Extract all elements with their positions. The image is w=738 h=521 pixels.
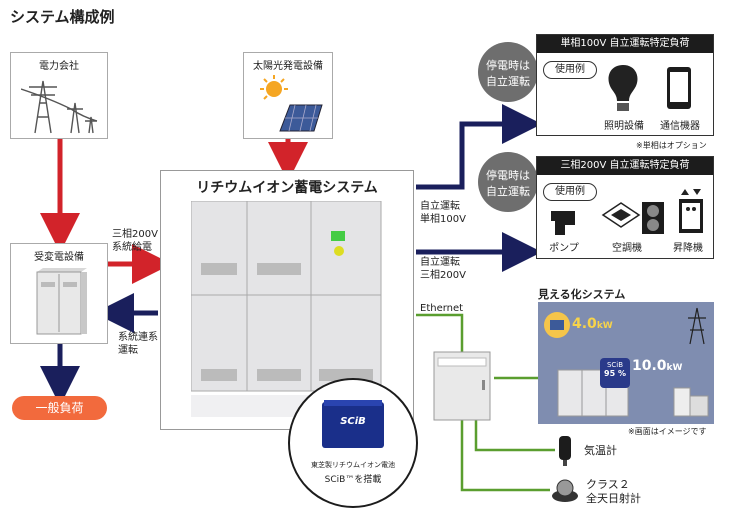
power-company-box: 電力会社	[10, 52, 108, 139]
solar-value-text: 4.0	[572, 316, 597, 332]
usage-badge-single: 使用例	[543, 61, 597, 79]
pyranometer-label-1: クラス２	[586, 478, 630, 491]
battery-power-value: 10.0kW	[632, 358, 682, 374]
solar-unit-text: kW	[596, 321, 613, 331]
battery-value-text: 10.0	[632, 358, 667, 374]
thermometer-line	[474, 420, 555, 452]
out-three-label-1: 自立運転	[420, 257, 460, 268]
scib-battery-icon	[322, 400, 384, 448]
battery-unit-text: kW	[666, 363, 683, 373]
out-single-label-2: 単相100V	[420, 214, 466, 225]
supply-in-label-2: 系統給電	[112, 242, 152, 253]
item-lighting: 照明設備	[604, 121, 644, 132]
ethernet-line	[416, 313, 464, 352]
thermometer-icon	[559, 436, 571, 466]
single-load-header: 単相100V 自立運転特定負荷	[537, 35, 713, 53]
thermometer-label: 気温計	[584, 444, 617, 457]
item-elevator: 昇降機	[673, 243, 703, 254]
pyranometer-line	[460, 420, 550, 492]
substation-box: 受変電設備	[10, 243, 108, 344]
substation-label: 受変電設備	[34, 252, 84, 263]
elevator-icon	[679, 189, 703, 233]
pyranometer-label-2: 全天日射計	[586, 492, 641, 505]
substation-cabinet-icon	[36, 268, 87, 335]
blackout-badge-single: 停電時は 自立運転	[478, 42, 538, 102]
battery-label-1: 東芝製リチウムイオン電池	[311, 461, 395, 469]
blackout-badge-three: 停電時は 自立運転	[478, 152, 538, 212]
item-pump: ポンプ	[549, 243, 579, 254]
badge-single-line2: 自立運転	[486, 75, 530, 88]
ethernet-label: Ethernet	[420, 303, 464, 314]
item-aircon: 空調機	[612, 243, 642, 254]
battery-badge-label: SCiB	[606, 361, 624, 369]
three-phase-load-box: 三相200V 自立運転特定負荷 使用例 ポンプ 空調機 昇降機	[536, 156, 714, 259]
visual-note: ※画面はイメージです	[628, 427, 707, 436]
item-comm: 通信機器	[660, 121, 700, 132]
battery-badge-pct: 95 %	[604, 369, 626, 378]
monitor-cabinet-icon	[433, 351, 491, 421]
visual-screen: 4.0kW SCiB 95 % 10.0kW	[538, 302, 714, 424]
scib-logo: SCiB	[340, 416, 366, 427]
solar-box: 太陽光発電設備	[243, 52, 333, 139]
supply-in-label-1: 三相200V	[112, 229, 158, 240]
out-three-label-2: 三相200V	[420, 270, 466, 281]
solar-panel-small-icon	[544, 312, 570, 338]
badge-three-line1: 停電時は	[486, 169, 530, 182]
grid-link-label-2: 運転	[118, 345, 138, 356]
transmission-tower-icon	[21, 80, 98, 134]
light-bulb-icon	[608, 65, 638, 111]
grid-link-label-1: 系統連系	[118, 332, 158, 343]
three-load-header: 三相200V 自立運転特定負荷	[537, 157, 713, 175]
pump-icon	[551, 211, 575, 235]
out-single-label-1: 自立運転	[420, 201, 460, 212]
battery-cabinet-icon	[191, 201, 382, 417]
badge-three-line2: 自立運転	[486, 185, 530, 198]
page-title: システム構成例	[10, 8, 115, 26]
power-company-label: 電力会社	[39, 61, 79, 72]
lithium-ion-system-box: リチウムイオン蓄電システム	[160, 170, 414, 430]
building-small-icon	[673, 387, 709, 417]
usage-badge-three: 使用例	[543, 183, 597, 201]
battery-badge: SCiB 95 %	[600, 358, 630, 388]
general-load-badge: 一般負荷	[12, 396, 107, 420]
system-title: リチウムイオン蓄電システム	[196, 180, 378, 196]
tower-small-icon	[688, 307, 706, 345]
visual-title: 見える化システム	[538, 288, 626, 301]
air-conditioner-icon	[601, 202, 641, 228]
badge-single-line1: 停電時は	[486, 59, 530, 72]
solar-panel-icon	[260, 75, 323, 132]
solar-power-value: 4.0kW	[572, 316, 613, 332]
pyranometer-icon	[552, 479, 578, 502]
single-note: ※単相はオプション	[636, 141, 707, 150]
arrow-out-single	[416, 104, 542, 190]
scib-battery-callout: SCiB 東芝製リチウムイオン電池 SCiB™を搭載	[288, 378, 418, 508]
battery-label-2: SCiB™を搭載	[324, 475, 382, 485]
smartphone-icon	[667, 67, 691, 109]
single-phase-load-box: 単相100V 自立運転特定負荷 使用例 照明設備 通信機器	[536, 34, 714, 136]
outdoor-unit-icon	[642, 202, 664, 234]
solar-label: 太陽光発電設備	[253, 61, 323, 72]
